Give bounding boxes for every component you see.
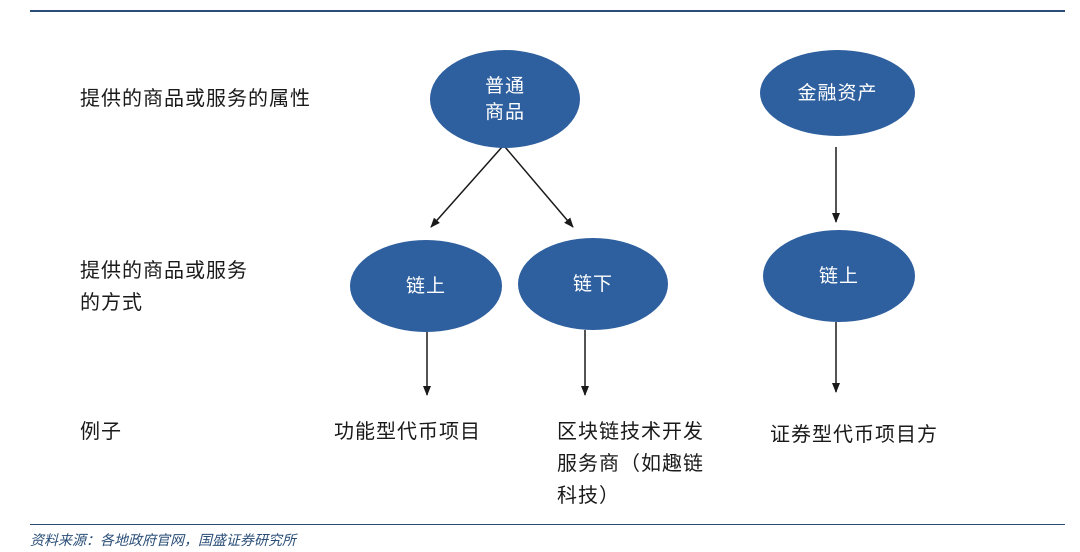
node-ordinary-goods-line2: 商品 <box>484 101 525 123</box>
bottom-rule <box>30 524 1065 525</box>
node-on-chain-right: 链上 <box>763 230 915 322</box>
row-label-method-line1: 提供的商品或服务 <box>80 258 248 282</box>
source-note: 资料来源：各地政府官网，国盛证券研究所 <box>30 533 296 549</box>
example-blockchain-dev-line1: 区块链技术开发 <box>557 419 704 443</box>
example-security-token: 证券型代币项目方 <box>770 422 938 446</box>
node-financial-assets: 金融资产 <box>760 50 915 136</box>
node-on-chain-left-label: 链上 <box>405 275 446 297</box>
arrow-goods-to-off-chain <box>504 146 574 228</box>
example-utility-token: 功能型代币项目 <box>334 419 481 443</box>
example-blockchain-dev-line2: 服务商（如趣链 <box>557 451 704 475</box>
row-label-method-line2: 的方式 <box>80 290 143 314</box>
node-on-chain-left: 链上 <box>350 240 502 332</box>
row-label-example: 例子 <box>80 419 122 443</box>
example-blockchain-dev-line3: 科技） <box>557 483 620 507</box>
node-on-chain-right-label: 链上 <box>818 265 859 287</box>
arrow-goods-to-on-chain <box>430 146 503 228</box>
node-off-chain: 链下 <box>518 238 668 330</box>
row-label-attribute: 提供的商品或服务的属性 <box>80 86 311 110</box>
top-rule <box>30 10 1065 12</box>
node-ordinary-goods-line1: 普通 <box>484 75 525 97</box>
node-financial-assets-label: 金融资产 <box>797 82 878 104</box>
node-off-chain-label: 链下 <box>572 273 613 295</box>
node-ordinary-goods: 普通 商品 <box>430 50 580 148</box>
